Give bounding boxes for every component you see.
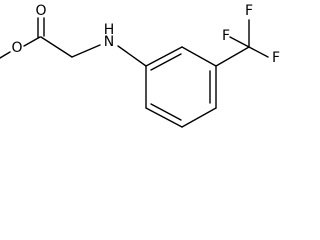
carbonyl-oxygen-label: O bbox=[35, 3, 46, 19]
structure-canvas: O O H N F F F bbox=[0, 3, 281, 128]
ring-inner-bond-top bbox=[150, 53, 182, 71]
molecule-diagram: O O H N F F F bbox=[0, 3, 280, 128]
bonds bbox=[0, 17, 269, 128]
bond-methyl-ester-oxygen bbox=[0, 51, 11, 59]
atom-labels: O O H N F F F bbox=[11, 3, 280, 66]
fluorine-right-label: F bbox=[272, 50, 280, 66]
bond-cf3-f-right bbox=[248, 46, 269, 58]
bond-ch2-amine bbox=[71, 44, 101, 58]
ring-bond-1 bbox=[145, 46, 183, 67]
bond-amine-ring bbox=[117, 45, 147, 67]
fluorine-top-label: F bbox=[245, 3, 253, 19]
ring-bond-4 bbox=[181, 107, 217, 128]
ring-bond-5 bbox=[145, 107, 183, 128]
bond-cf3-f-left bbox=[229, 36, 250, 48]
amine-hydrogen-label: H bbox=[104, 22, 115, 38]
ring-bond-2 bbox=[181, 46, 217, 67]
bond-ester-oxygen-carbonyl bbox=[23, 36, 41, 47]
ester-oxygen-label: O bbox=[11, 40, 22, 56]
fluorine-left-label: F bbox=[222, 28, 230, 44]
bond-ring-cf3 bbox=[215, 46, 250, 67]
ring-inner-bond-bottom bbox=[150, 103, 182, 121]
bond-carbonyl-ch2 bbox=[40, 36, 73, 58]
amine-nitrogen-label: N bbox=[104, 34, 114, 50]
